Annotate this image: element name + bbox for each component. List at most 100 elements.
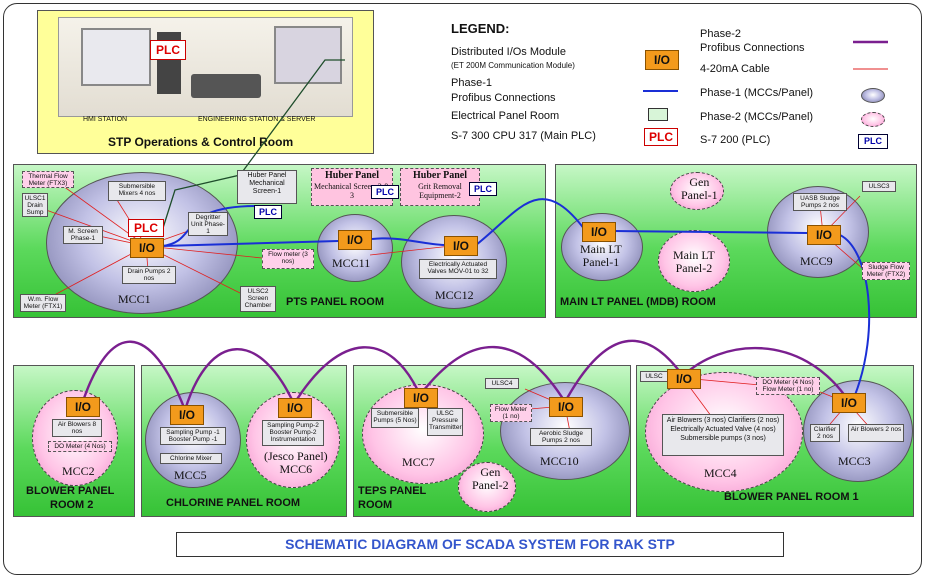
sampling1-box: Sampling Pump -1 Booster Pump -1: [160, 427, 226, 445]
mcc1-plc-badge: PLC: [128, 219, 164, 237]
mcc10-io: I/O: [549, 397, 583, 417]
gen2-ellipse: [458, 462, 516, 512]
mcc4-label: MCC4: [704, 466, 737, 480]
main-lt2-ellipse: [658, 230, 730, 292]
ulsc4-box: ULSC4: [485, 378, 519, 389]
gen1-ellipse: [670, 172, 724, 210]
huber3-title: Huber Panel: [413, 170, 467, 181]
legend-phase1-ellipse: [861, 88, 885, 103]
legend-electrical-panel-room: Electrical Panel Room: [451, 110, 560, 122]
legend-main-plc: S-7 300 CPU 317 (Main PLC): [451, 130, 596, 142]
legend-s7-200: S-7 200 (PLC): [700, 134, 771, 146]
blower2-room-label-2: ROOM 2: [50, 499, 94, 511]
engineering-station-label: ENGINEERING STATION & SERVER: [198, 116, 316, 123]
legend-phase2-mcc: Phase-2 (MCCs/Panel): [700, 111, 814, 123]
huber3-plc-badge: PLC: [469, 182, 497, 196]
uasb-pumps-box: UASB Sludge Pumps 2 nos: [793, 193, 847, 211]
aerobic-sludge-box: Aerobic Sludge Pumps 2 nos: [530, 428, 592, 446]
mcc11-io: I/O: [338, 230, 372, 250]
sampling2-box: Sampling Pump-2 Booster Pump-2 Instrumen…: [262, 420, 324, 446]
mcc11-label: MCC11: [332, 256, 371, 270]
clarifier-box: Clarifier 2 nos: [810, 424, 840, 442]
control-room-panel: PLC HMI STATION ENGINEERING STATION & SE…: [37, 10, 374, 154]
huber3-sub: Grit Removal Equipment-2: [418, 182, 462, 200]
phase1-profibus-lines: [161, 198, 871, 396]
legend-phase1-profibus-2: Profibus Connections: [451, 92, 556, 104]
mcc7-io: I/O: [404, 388, 438, 408]
legend-io-module: Distributed I/Os Module: [451, 46, 566, 58]
huber2-title: Huber Panel: [325, 170, 379, 181]
teps-room-label-2: ROOM: [358, 499, 393, 511]
mcc12-label: MCC12: [435, 288, 474, 302]
phase2-profibus-line: [80, 339, 849, 414]
m-screen-box: M. Screen Phase-1: [63, 226, 103, 244]
legend-phase1-mcc: Phase-1 (MCCs/Panel): [700, 87, 814, 99]
engineering-monitor-icon: [274, 26, 342, 84]
control-room-photo: PLC: [58, 17, 353, 117]
mcc2-io: I/O: [66, 397, 100, 417]
mcc9-label: MCC9: [800, 254, 833, 268]
diagram-title: SCHEMATIC DIAGRAM OF SCADA SYSTEM FOR RA…: [176, 532, 784, 557]
ulsc-pressure-box: ULSC Pressure Transmitter: [427, 408, 463, 436]
mcc3-label: MCC3: [838, 454, 871, 468]
valves-mov-box: Electrically Actuated Valves MOV-01 to 3…: [419, 259, 497, 279]
legend-phase1-profibus-1: Phase-1: [451, 77, 492, 89]
huber2-plc-badge: PLC: [371, 185, 399, 199]
huber-panel-1-box: Huber Panel Mechanical Screen-1: [237, 170, 297, 204]
main-lt1-io: I/O: [582, 222, 616, 242]
blower2-room-label-1: BLOWER PANEL: [26, 485, 115, 497]
mcc12-io: I/O: [444, 236, 478, 256]
do-meter-4-box: DO Meter (4 Nos): [48, 441, 112, 452]
ulsc-mcc4-box: ULSC: [640, 371, 668, 382]
legend-io-symbol: I/O: [645, 50, 679, 70]
air-blowers-8-box: Air Blowers 8 nos: [52, 419, 102, 437]
teps-room-label-1: TEPS PANEL: [358, 485, 427, 497]
huber1-plc-badge: PLC: [254, 205, 282, 219]
hmi-station-label: HMI STATION: [83, 116, 128, 123]
ulsc1-box: ULSC1 Drain Sump: [22, 193, 48, 217]
control-room-label: STP Operations & Control Room: [108, 135, 294, 149]
legend-phase2-ellipse: [861, 112, 885, 127]
ulsc3-box: ULSC3: [862, 181, 896, 192]
chlorine-room-label: CHLORINE PANEL ROOM: [166, 497, 301, 509]
mcc6-io: I/O: [278, 398, 312, 418]
printer-icon: [191, 74, 261, 98]
flow-meter-1-box: Flow Meter (1 no): [490, 404, 532, 422]
mcc3-io: I/O: [832, 393, 866, 413]
sludge-flow-box: Sludge Flow Meter (FTX2): [862, 262, 910, 280]
blower1-room-label: BLOWER PANEL ROOM 1: [724, 491, 859, 503]
huber2-sub: Mechanical Screen-2 & 3: [314, 182, 390, 200]
mcc1-label: MCC1: [118, 292, 151, 306]
do-flow-box: DO Meter (4 Nos) Flow Meter (1 no): [756, 377, 820, 395]
wm-flow-meter-box: W.m. Flow Meter (FTX1): [20, 294, 66, 312]
mcc9-io: I/O: [807, 225, 841, 245]
flow-meter-3-box: Flow meter (3 nos): [262, 249, 314, 269]
control-plc-badge: PLC: [150, 40, 186, 60]
mcc5-io: I/O: [170, 405, 204, 425]
mcc4-equipment-box: Air Blowers (3 nos) Clarifiers (2 nos) E…: [662, 414, 784, 456]
main-lt-room-label: MAIN LT PANEL (MDB) ROOM: [560, 296, 716, 308]
mcc4-io: I/O: [667, 369, 701, 389]
huber-panel-3-box: Huber Panel Grit Removal Equipment-2: [400, 168, 480, 206]
legend-plc-symbol: PLC: [644, 128, 678, 146]
legend-phase2-profibus-2: Profibus Connections: [700, 42, 805, 54]
legend-panel-room-swatch: [648, 108, 668, 121]
legend-cable: 4-20mA Cable: [700, 63, 770, 75]
mcc10-label: MCC10: [540, 454, 579, 468]
mcc6-label: (Jesco Panel)MCC6: [264, 449, 328, 476]
mcc7-label: MCC7: [402, 455, 435, 469]
legend-title: LEGEND:: [451, 21, 510, 36]
mcc2-label: MCC2: [62, 464, 95, 478]
pts-room-label: PTS PANEL ROOM: [286, 296, 384, 308]
sub-pumps-5-box: Submersible Pumps (5 Nos): [371, 408, 419, 428]
cable-420ma-lines: [34, 177, 873, 433]
chlorine-mixer-box: Chlorine Mixer: [160, 453, 222, 464]
legend-plc2-symbol: PLC: [858, 134, 888, 149]
degritter-box: Degritter Unit Phase-1: [188, 212, 228, 236]
legend-phase2-profibus-1: Phase-2: [700, 28, 741, 40]
ulsc2-box: ULSC2 Screen Chamber: [240, 286, 276, 312]
